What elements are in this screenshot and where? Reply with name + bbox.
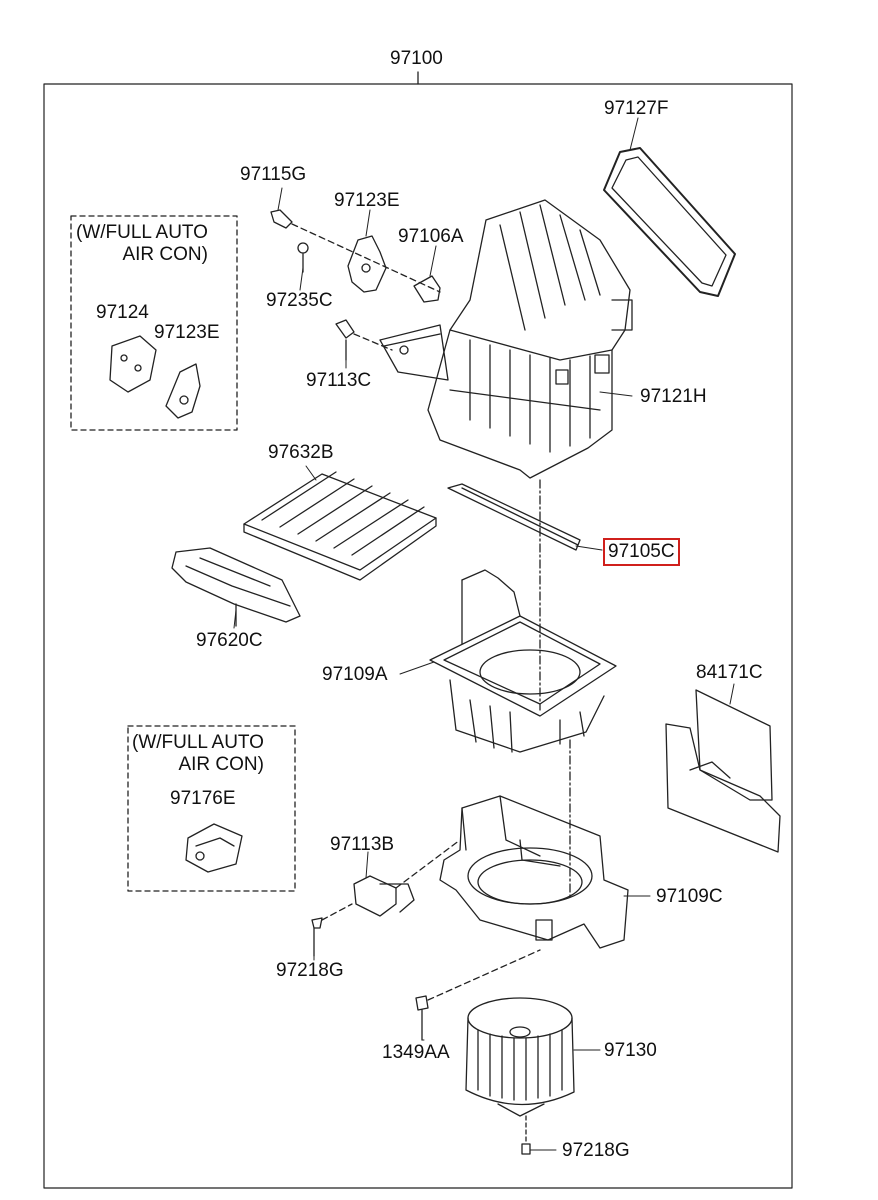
seal-97105C	[447, 483, 581, 551]
part-label-97123E-option[interactable]: 97123E	[154, 322, 220, 343]
case-97109C	[439, 795, 629, 949]
part-label-97235C[interactable]: 97235C	[266, 290, 333, 311]
resistor-97176E	[185, 823, 243, 873]
screw-97218G-b	[521, 1115, 531, 1155]
part-label-97130[interactable]: 97130	[604, 1040, 657, 1061]
cover-97620C	[171, 547, 301, 627]
option-note-lower-line2: AIR CON)	[178, 754, 264, 775]
option-note-upper-line1: (W/FULL AUTO	[76, 222, 208, 243]
lever-97123E-option	[165, 363, 201, 419]
part-label-97218G-bottom[interactable]: 97218G	[562, 1140, 630, 1161]
part-label-97115G[interactable]: 97115G	[240, 164, 307, 185]
option-box-lower	[127, 725, 296, 892]
part-label-97123E[interactable]: 97123E	[334, 190, 400, 211]
clip-97106A	[413, 275, 441, 303]
part-label-97113B[interactable]: 97113B	[330, 834, 395, 855]
part-label-97124[interactable]: 97124	[96, 302, 149, 323]
part-label-97127F[interactable]: 97127F	[604, 98, 669, 119]
option-note-lower: (W/FULL AUTO AIR CON)	[132, 732, 264, 776]
screw-97218G-a	[311, 903, 353, 957]
gasket-97127F	[603, 147, 736, 297]
actuator-97124	[109, 335, 157, 393]
filter-97632B	[243, 471, 437, 581]
bolt-1349AA	[415, 949, 541, 1041]
part-label-1349AA[interactable]: 1349AA	[382, 1042, 450, 1063]
option-note-upper-line2: AIR CON)	[122, 244, 208, 265]
part-label-97218G[interactable]: 97218G	[276, 960, 344, 981]
part-label-97109A[interactable]: 97109A	[322, 664, 388, 685]
option-note-upper: (W/FULL AUTO AIR CON)	[76, 222, 208, 266]
leader-lines	[233, 117, 735, 1151]
part-label-97620C[interactable]: 97620C	[196, 630, 263, 651]
part-label-97632B[interactable]: 97632B	[268, 442, 334, 463]
clip-97113C	[335, 319, 393, 361]
part-label-97176E[interactable]: 97176E	[170, 788, 236, 809]
actuator-lever-97123E	[347, 235, 387, 293]
resistor-97113B	[353, 839, 461, 917]
part-label-97121H[interactable]: 97121H	[640, 386, 707, 407]
sensor-97115G	[270, 209, 441, 293]
part-label-97113C[interactable]: 97113C	[306, 370, 372, 391]
case-97109A	[429, 569, 617, 753]
case-97121H	[379, 199, 633, 479]
assembly-label[interactable]: 97100	[390, 48, 443, 69]
part-label-97109C[interactable]: 97109C	[656, 886, 723, 907]
blower-97130	[465, 997, 575, 1117]
option-box-upper	[70, 215, 238, 431]
part-label-84171C[interactable]: 84171C	[696, 662, 763, 683]
part-label-97106A[interactable]: 97106A	[398, 226, 464, 247]
part-label-97105C[interactable]: 97105C	[603, 538, 680, 566]
option-note-lower-line1: (W/FULL AUTO	[132, 732, 264, 753]
pad-84171C	[665, 689, 781, 853]
